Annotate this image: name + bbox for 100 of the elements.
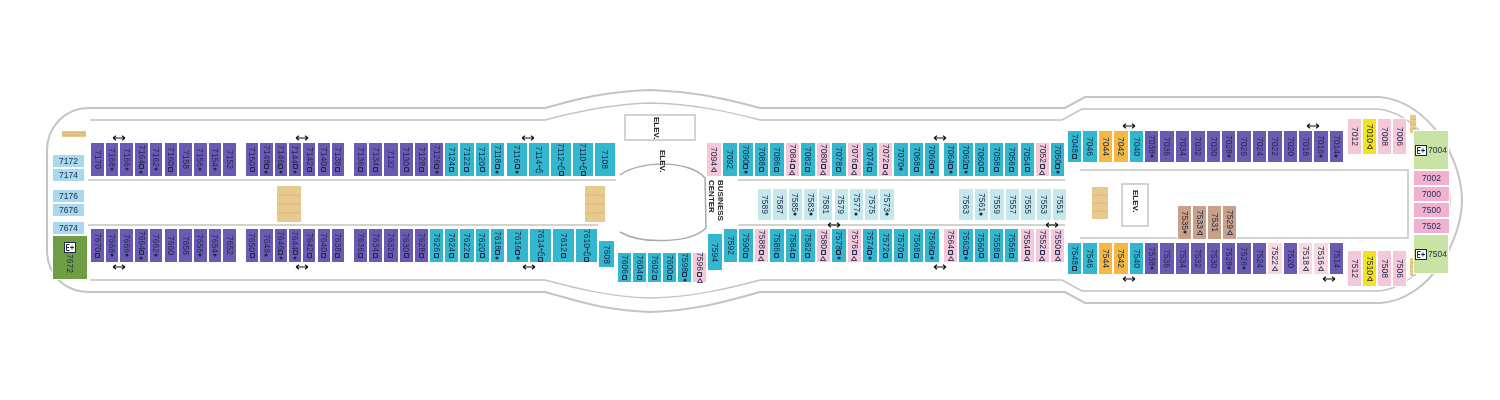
cabin-block: [1144, 242, 1160, 275]
cabin-number: 7080: [819, 144, 828, 163]
cabin-block: [617, 252, 632, 283]
cabin-number: 7551: [1055, 195, 1064, 214]
cabin-block: [893, 142, 909, 177]
cabin-block: [1362, 250, 1377, 287]
cabin-number: 7130: [401, 147, 411, 166]
cabin-block: [529, 228, 552, 263]
cabin-number: 7176: [59, 191, 78, 201]
cabin-number: 7570: [896, 233, 905, 252]
cabin-block: [893, 228, 909, 263]
cabin-number: 7112: [556, 142, 566, 162]
cabin-number: 7676: [59, 205, 78, 215]
cabin-block: [862, 142, 878, 177]
cabin-number: 7579: [836, 195, 846, 214]
cabin-number: 7548: [1070, 246, 1079, 265]
cabin-number: 7008: [1380, 127, 1389, 146]
cabin-number: 7026: [1239, 137, 1249, 156]
cabin-block: [1207, 205, 1222, 240]
cabin-block: [1082, 130, 1098, 163]
cabin-number: 7540: [1132, 249, 1141, 268]
cabin-number: 7152: [225, 150, 234, 169]
cabin-block: [862, 228, 878, 263]
cabin-block: [647, 252, 662, 283]
cabin-block: [575, 228, 598, 263]
cabin-block: [692, 252, 707, 283]
cabin-number: 7644: [290, 230, 300, 250]
cabin-number: 7076: [850, 144, 859, 163]
cabin-number: 7528: [1224, 246, 1233, 266]
cabin-number: 7156: [196, 147, 205, 167]
cabin-number: 7090: [741, 144, 750, 164]
cabin-number: 7014: [1332, 134, 1341, 154]
cabin-number: 7592: [726, 236, 735, 255]
cabin-number: 7150: [247, 147, 257, 166]
cabin-number: 7114: [534, 145, 544, 165]
cabin-number: 7658: [181, 236, 190, 255]
cabin-number: 7670: [93, 233, 102, 252]
cabin-number: 7575: [867, 195, 876, 214]
cabin-number: 7054: [1022, 147, 1032, 166]
cabin-number: 7042: [1116, 137, 1126, 156]
cabin-number: 7608: [602, 244, 611, 264]
cabin-number: 7630: [401, 233, 411, 252]
cabin-block: [1067, 242, 1083, 275]
cabin-number: 7138: [333, 147, 343, 166]
cabin-block: [1236, 242, 1252, 275]
cabin-number: 7038: [1147, 134, 1156, 154]
cabin-number: 7604: [635, 255, 644, 274]
cabin-number: 7662: [151, 233, 161, 253]
cabin-block: [245, 142, 260, 177]
cabin-block: [444, 228, 460, 263]
cabin-number: 7583: [806, 192, 815, 212]
cabin-block: [924, 142, 940, 177]
cabin-block: [1020, 188, 1036, 221]
cabin-block: [1004, 142, 1020, 177]
cabin-number: 7530: [1209, 249, 1218, 268]
cabin-block: [222, 142, 237, 177]
cabin-block: [1159, 242, 1175, 275]
cabin-number: 7535: [1180, 210, 1189, 230]
cabin-number: 7072: [881, 144, 890, 163]
cabin-number: 7646: [276, 230, 285, 250]
cabin-number: 7088: [757, 147, 766, 166]
cabin-block: [353, 142, 369, 177]
cabin-block: [1298, 242, 1314, 275]
cabin-number: 7566: [927, 230, 936, 250]
cabin-number: 7594: [710, 242, 719, 262]
cabin-number: 7132: [386, 150, 396, 169]
cabin-block: [800, 228, 816, 263]
cabin-number: 7508: [1380, 259, 1389, 278]
cabin-number: 7652: [225, 236, 234, 255]
cabin-block: [316, 228, 331, 263]
cabin-block: [943, 142, 959, 177]
cabin-block: [818, 188, 834, 221]
cabin-number: 7094: [709, 147, 719, 166]
cabin-number: 7170: [93, 150, 102, 169]
cabin-block: [459, 228, 475, 263]
cabin-block: [1377, 250, 1392, 287]
cabin-number: 7514: [1332, 249, 1341, 268]
cabin-number: 7058: [992, 147, 1001, 166]
cabin-block: [769, 142, 785, 177]
cabin-number: 7510: [1365, 256, 1374, 275]
cabin-number: 7578: [834, 230, 843, 250]
cabin-number: 7120: [477, 147, 487, 166]
cabin-number: 7086: [772, 147, 781, 166]
cabin-block: [550, 142, 572, 177]
cabin-number: 7546: [1085, 249, 1095, 268]
cabin-number: 7602: [650, 255, 659, 274]
cabin-block: [1004, 228, 1020, 263]
cabin-number: 7564: [946, 230, 955, 249]
cabin-number: 7642: [305, 233, 314, 252]
cabin-block: [1313, 130, 1329, 163]
cabin-number: 7634: [371, 233, 381, 252]
cabin-number: 7666: [122, 233, 131, 253]
cabin-number: 7148: [262, 144, 271, 164]
cabin-number: 7563: [961, 195, 971, 214]
cabin-number: 7036: [1162, 137, 1172, 156]
cabin-block: [163, 228, 179, 263]
cabin-number: 7560: [977, 233, 986, 252]
cabin-number: 7561: [977, 192, 986, 212]
cabin-number: 7010: [1365, 124, 1374, 143]
cabin-number: 7126: [432, 144, 441, 164]
